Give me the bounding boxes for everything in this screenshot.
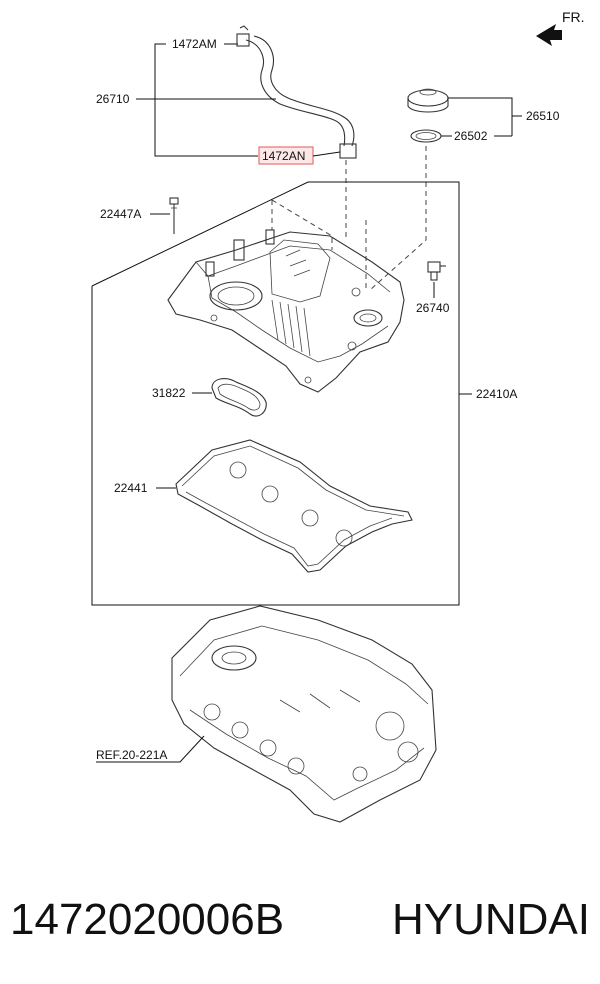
- gasket-31822: [211, 378, 267, 417]
- label-26502: 26502: [454, 129, 488, 143]
- label-22441: 22441: [114, 481, 148, 495]
- assembly-frame-22410A: [91, 181, 460, 606]
- filler-cap-gasket: [410, 129, 442, 143]
- label-ref: REF.20-221A: [96, 748, 167, 762]
- leader-ref: [96, 735, 205, 763]
- dash-cover-guide: [271, 199, 333, 250]
- leader-26510-upper: [448, 97, 513, 136]
- label-22410A: 22410A: [476, 387, 517, 401]
- label-1472AN: 1472AN: [262, 149, 305, 163]
- label-26510: 26510: [526, 109, 560, 123]
- brand-name: HYUNDAI: [391, 895, 590, 944]
- cylinder-head-cover: [167, 229, 405, 393]
- breather-hose: [236, 25, 357, 159]
- bolt-22447A: [169, 197, 179, 234]
- clamp-1472AN: [339, 143, 357, 159]
- part-number: 1472020006B: [10, 895, 285, 944]
- front-label: FR.: [562, 9, 585, 25]
- pcv-valve-26740: [427, 261, 446, 281]
- clamp-1472AM: [236, 33, 250, 47]
- label-1472AM: 1472AM: [172, 37, 217, 51]
- clamp-bracket-line: [154, 43, 258, 157]
- front-direction-indicator: FR.: [536, 9, 585, 46]
- label-26710: 26710: [96, 92, 130, 106]
- footer: 1472020006B HYUNDAI: [10, 880, 590, 960]
- dash-cap-to-cover: [369, 146, 427, 291]
- cylinder-head-reference: [171, 605, 437, 823]
- label-31822: 31822: [152, 386, 186, 400]
- label-26740: 26740: [416, 301, 450, 315]
- label-22447A: 22447A: [100, 207, 141, 221]
- leader-1472AN: [312, 151, 341, 157]
- gasket-22441: [175, 439, 413, 573]
- front-arrow-icon: [536, 24, 562, 46]
- oil-filler-cap: [407, 88, 449, 113]
